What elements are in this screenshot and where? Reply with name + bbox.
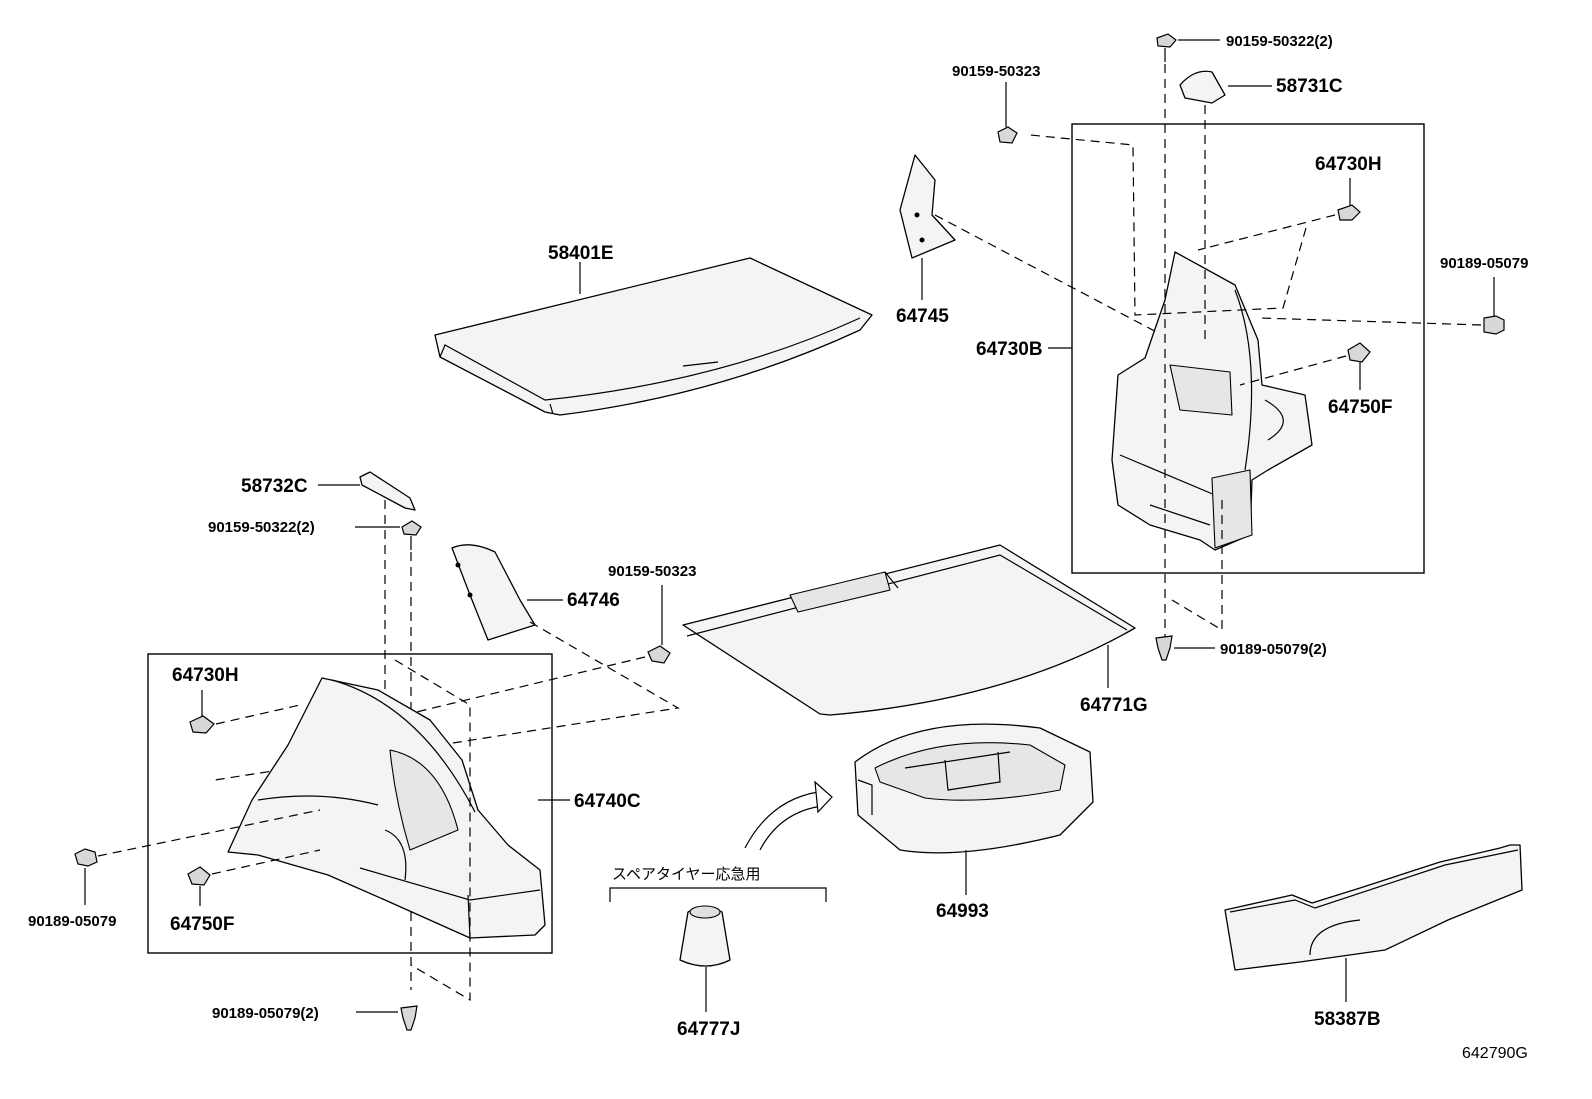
label-64730H-right: 64730H bbox=[1315, 154, 1382, 175]
part-64746 bbox=[451, 544, 563, 641]
part-90159-50323-top bbox=[997, 82, 1018, 144]
frame-left-group bbox=[147, 653, 553, 954]
part-64777J bbox=[679, 905, 731, 1012]
label-90159-50322-2-top: 90159-50322(2) bbox=[1226, 33, 1333, 50]
part-58387B bbox=[1224, 844, 1523, 1002]
arrow-icon bbox=[744, 780, 833, 851]
label-spare-tire-note: スペアタイヤー応急用 bbox=[612, 865, 761, 883]
diagram-code: 642790G bbox=[1462, 1045, 1528, 1062]
part-64750F-left bbox=[187, 866, 211, 906]
part-64993 bbox=[854, 723, 1094, 895]
label-64771G: 64771G bbox=[1080, 695, 1148, 716]
label-90159-50322-2-left: 90159-50322(2) bbox=[208, 519, 315, 536]
label-64993: 64993 bbox=[936, 901, 989, 922]
part-64771G bbox=[682, 544, 1136, 716]
part-64745 bbox=[899, 154, 956, 300]
label-58401E: 58401E bbox=[548, 243, 614, 264]
label-64730B: 64730B bbox=[976, 339, 1043, 360]
part-58732C bbox=[318, 471, 416, 511]
label-64730H-left: 64730H bbox=[172, 665, 239, 686]
label-64745: 64745 bbox=[896, 306, 949, 327]
label-58387B: 58387B bbox=[1314, 1009, 1381, 1030]
part-58731C bbox=[1179, 70, 1272, 104]
label-58731C: 58731C bbox=[1276, 76, 1343, 97]
label-64750F-right: 64750F bbox=[1328, 397, 1392, 418]
part-90189-05079-right bbox=[1483, 277, 1505, 335]
part-64740C bbox=[227, 677, 570, 939]
part-64750F-right bbox=[1347, 342, 1371, 390]
part-58401E bbox=[434, 257, 873, 416]
label-64777J: 64777J bbox=[677, 1019, 740, 1040]
label-64740C: 64740C bbox=[574, 791, 641, 812]
part-90189-05079-2-bottom bbox=[356, 1005, 418, 1031]
label-90189-05079-2-bottom: 90189-05079(2) bbox=[212, 1005, 319, 1022]
label-90189-05079-right: 90189-05079 bbox=[1440, 255, 1528, 272]
label-90159-50323-top: 90159-50323 bbox=[952, 63, 1040, 80]
label-58732C: 58732C bbox=[241, 476, 308, 497]
part-90159-50323-mid bbox=[647, 585, 671, 664]
spare-tire-note bbox=[609, 887, 827, 902]
part-64730B bbox=[1111, 251, 1313, 551]
part-64730H-right bbox=[1337, 178, 1361, 221]
part-90189-05079-left bbox=[74, 848, 98, 905]
label-90189-05079-2-right: 90189-05079(2) bbox=[1220, 641, 1327, 658]
label-64750F-left: 64750F bbox=[170, 914, 234, 935]
label-90189-05079-left: 90189-05079 bbox=[28, 913, 116, 930]
part-90159-50322-left bbox=[355, 520, 422, 550]
part-64730H-left bbox=[189, 690, 215, 734]
part-90189-05079-2-right bbox=[1155, 635, 1215, 661]
label-64746: 64746 bbox=[567, 590, 620, 611]
label-90159-50323-mid: 90159-50323 bbox=[608, 563, 696, 580]
part-90159-50322-top bbox=[1156, 33, 1220, 62]
